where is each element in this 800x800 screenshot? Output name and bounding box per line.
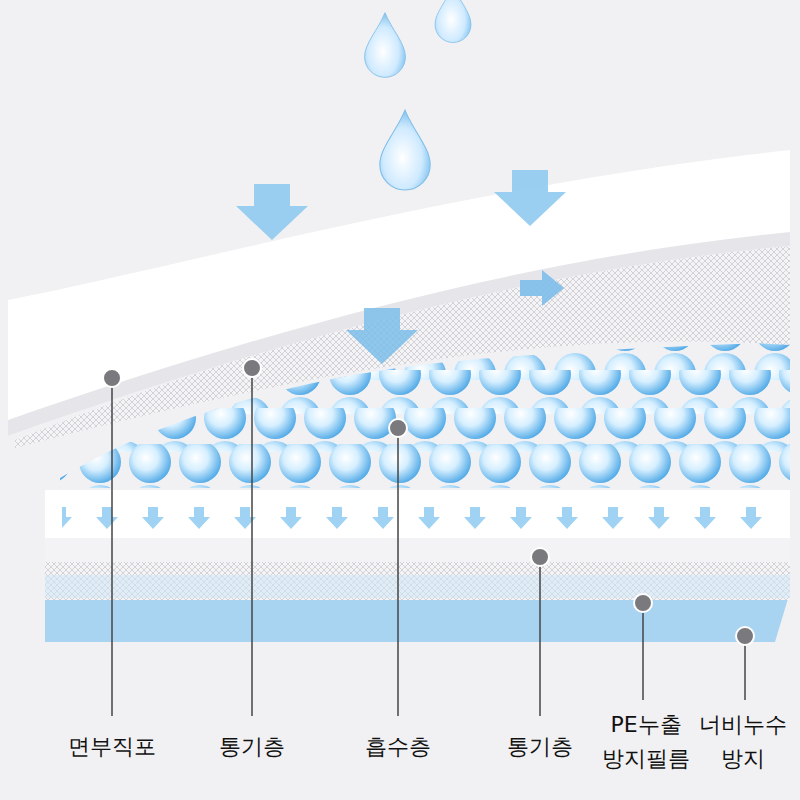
layer-label: PE누출 방지필름 — [596, 708, 696, 776]
layer-label: 면부직포 — [68, 730, 156, 764]
layer-label: 통기층 — [219, 730, 285, 764]
layer-label: 너비누수 방지 — [695, 708, 791, 776]
layer-label: 흡수층 — [365, 730, 431, 764]
layer-label: 통기층 — [507, 730, 573, 764]
